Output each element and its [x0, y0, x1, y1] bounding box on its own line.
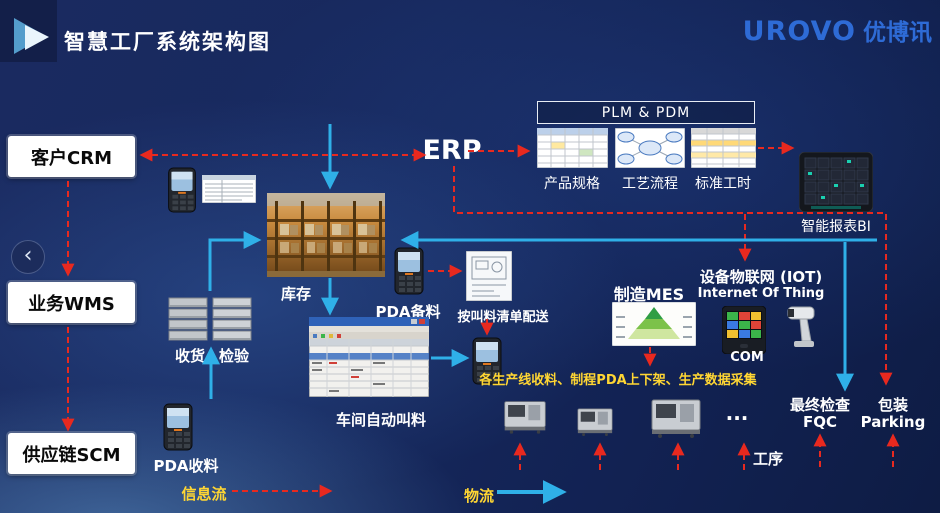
fqc-cn-label: 最终检查: [789, 396, 851, 414]
pda-device-top: [166, 167, 198, 213]
info-flow-label: 信息流: [181, 485, 227, 503]
packing-cn-label: 包装: [877, 396, 909, 414]
production-note-label: 各生产线收料、制程PDA上下架、生产数据采集: [479, 373, 757, 388]
receiving-racks-image: [167, 292, 254, 344]
iot-subtitle-label: Internet Of Thing: [697, 286, 825, 301]
receiving-label: 收货: [174, 347, 206, 365]
play-triangle-icon: [10, 12, 58, 60]
inventory-label: 库存: [280, 285, 312, 303]
material-flow-label: 物流: [463, 487, 495, 505]
wms-software-window-image: [309, 317, 429, 397]
label-product-spec: 产品规格: [544, 176, 600, 192]
product-spec-thumbnail: [537, 128, 608, 168]
chevron-left-icon: ‹: [23, 242, 33, 268]
mes-pyramid-image: [612, 302, 696, 346]
workshop-auto-call-label: 车间自动叫料: [335, 411, 427, 429]
bi-label: 智能报表BI: [801, 219, 871, 235]
com-label: COM: [730, 350, 764, 365]
pda-receive-label: PDA收料: [153, 457, 219, 475]
com-device-image: [722, 306, 766, 354]
pda-device-prepare: [394, 247, 424, 295]
plm-pdm-box: PLM & PDM: [537, 101, 755, 124]
erp-label: ERP: [422, 135, 482, 166]
pda-device-receive: [163, 403, 193, 451]
crm-box: 客户CRM: [8, 136, 135, 177]
barcode-scanner-image: [782, 303, 820, 353]
standard-hours-thumbnail: [691, 128, 756, 168]
packing-en-label: Parking: [860, 413, 926, 431]
delivery-by-list-label: 按叫料清单配送: [457, 310, 549, 325]
iot-title-label: 设备物联网 (IOT): [699, 268, 823, 286]
machine-image-1: [503, 396, 547, 436]
receipt-form-image: [202, 175, 256, 203]
scm-box: 供应链SCM: [8, 433, 135, 474]
machine-image-3: [650, 396, 702, 438]
machine-image-2: [570, 406, 620, 436]
call-list-blueprint-image: [466, 251, 512, 301]
page-title: 智慧工厂系统架构图: [64, 30, 271, 54]
inspection-label: 检验: [218, 347, 250, 365]
fqc-en-label: FQC: [802, 413, 838, 431]
label-standard-hours: 标准工时: [695, 176, 751, 192]
urovo-logo: UROVO 优博讯: [743, 13, 932, 47]
label-process-flow: 工艺流程: [622, 176, 678, 192]
process-label: 工序: [752, 450, 784, 468]
bi-device-image: [799, 152, 873, 212]
wms-box: 业务WMS: [8, 282, 135, 323]
logo-cn-text: 优博讯: [863, 20, 932, 46]
process-flow-thumbnail: [615, 128, 685, 168]
warehouse-photo: [267, 193, 385, 277]
prev-chevron-button[interactable]: ‹: [11, 240, 45, 274]
logo-en-text: UROVO: [742, 16, 856, 47]
ellipsis-label: ...: [725, 401, 749, 425]
